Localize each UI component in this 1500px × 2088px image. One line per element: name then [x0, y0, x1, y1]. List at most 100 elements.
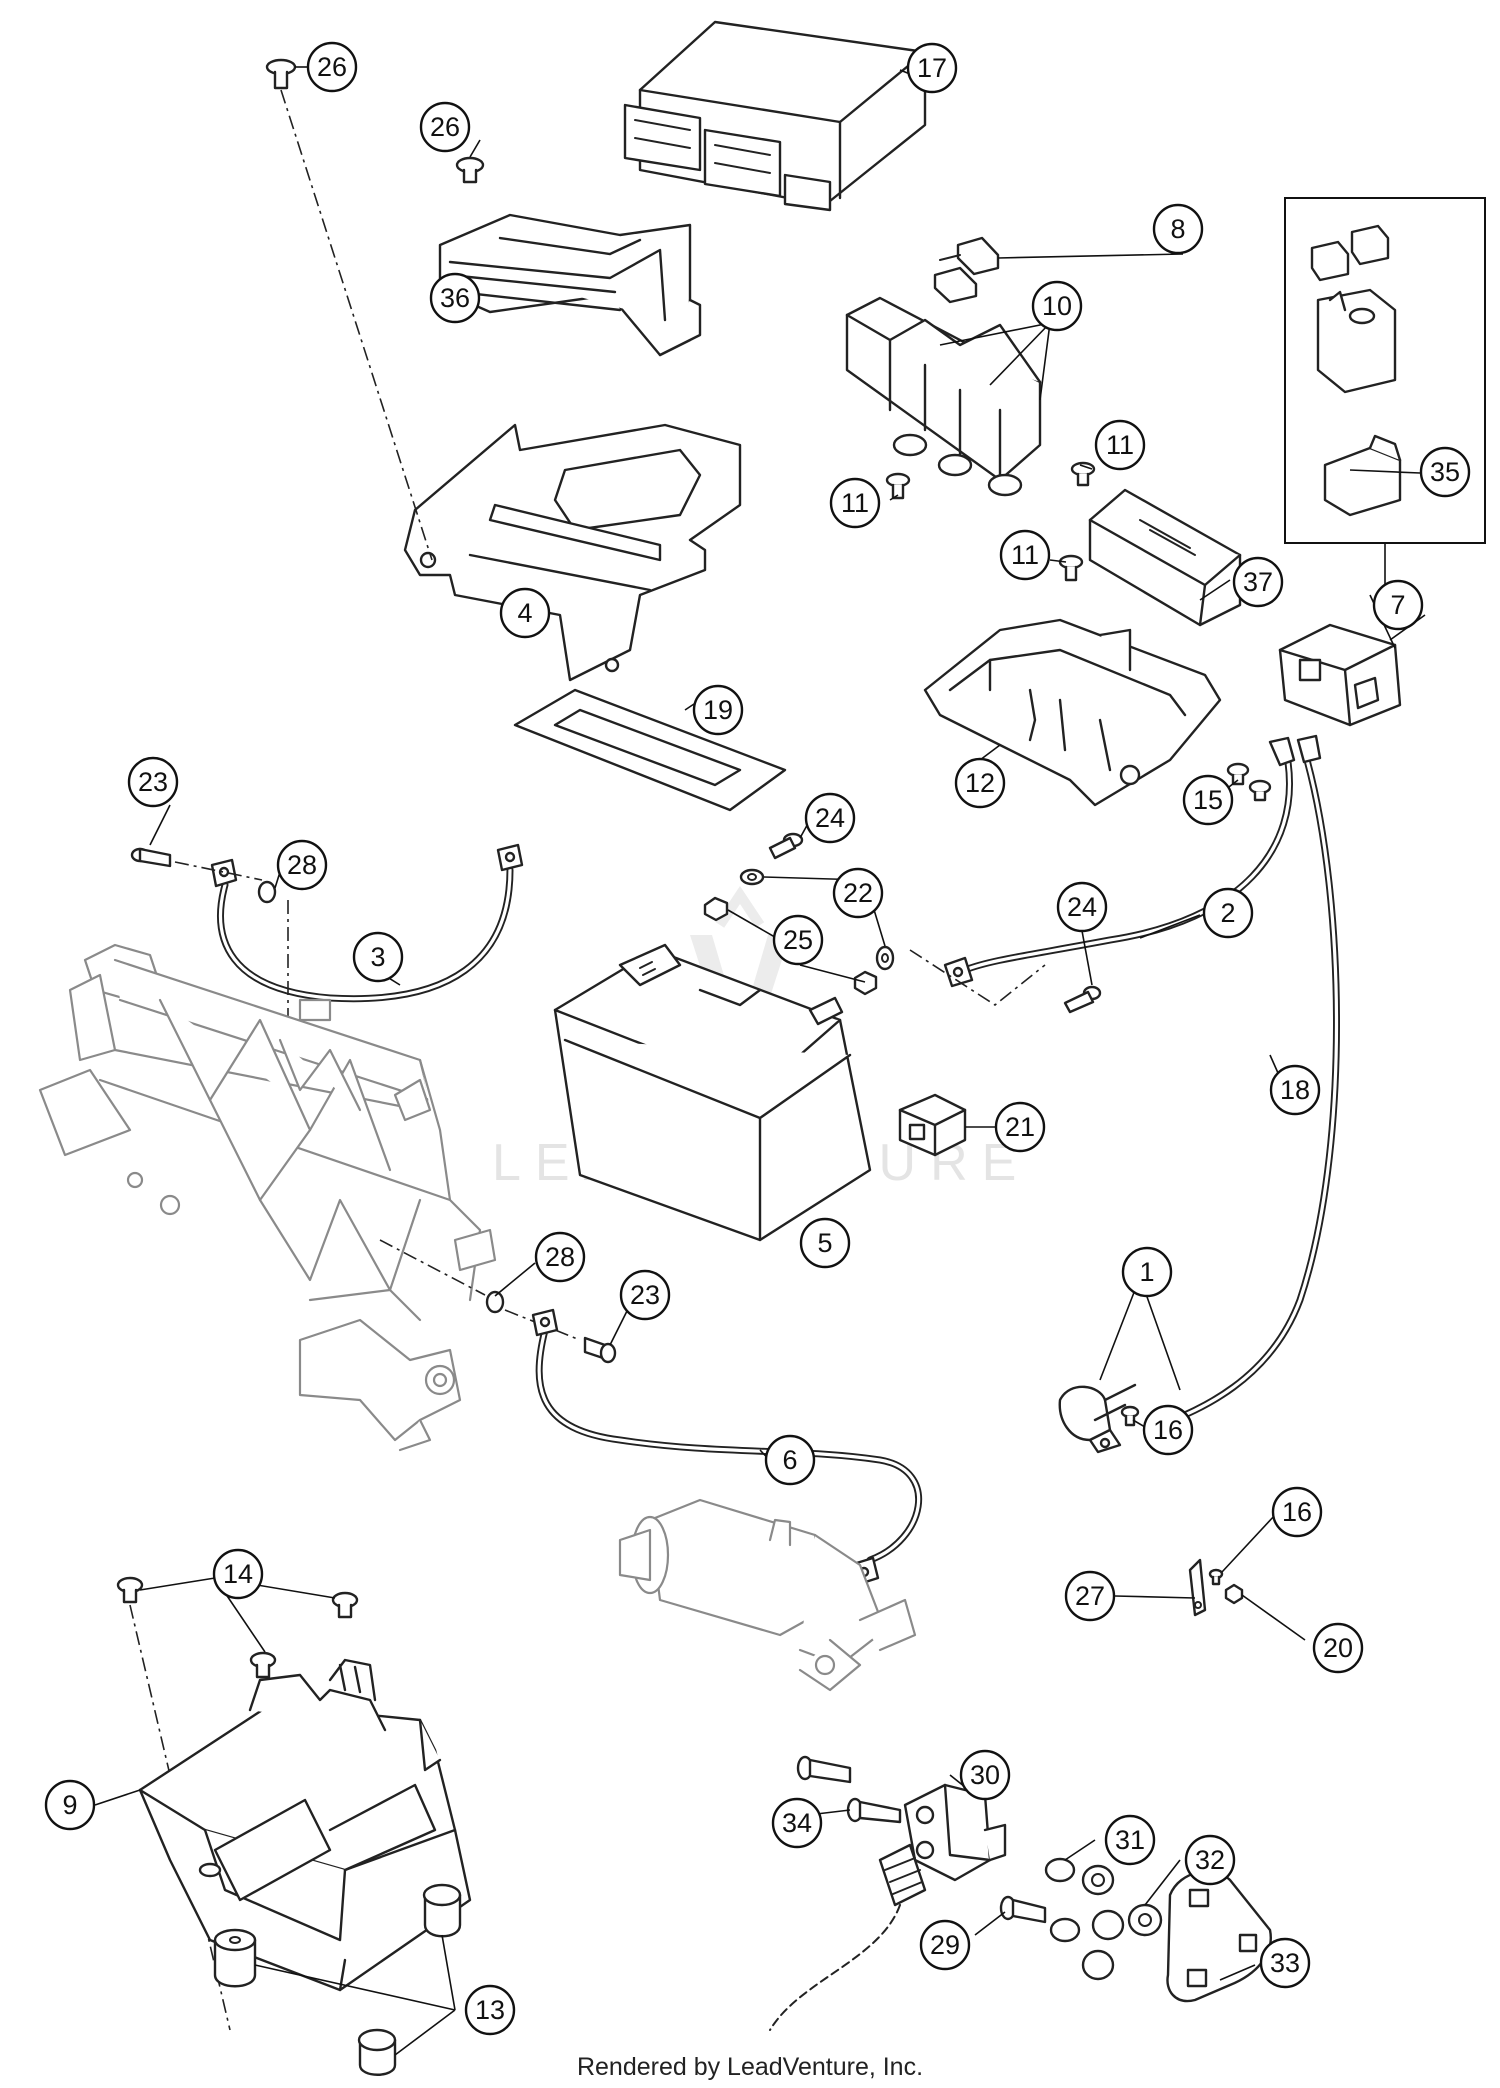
- callout-label-11: 11: [829, 477, 881, 529]
- callout-label-11: 11: [1094, 419, 1146, 471]
- starter-motor: [618, 1498, 917, 1692]
- screw-part-26-a: [265, 58, 297, 90]
- svg-text:24: 24: [1067, 892, 1097, 922]
- svg-text:13: 13: [475, 1995, 505, 2025]
- svg-text:24: 24: [815, 803, 845, 833]
- bolt-part-29: [999, 1895, 1047, 1924]
- frame-ground-axis-line: [379, 1239, 486, 1296]
- svg-text:33: 33: [1270, 1948, 1300, 1978]
- screws-part-15: [1226, 762, 1272, 802]
- fuse-box-part-37: [1088, 488, 1242, 627]
- bolt-part-24-b: [1063, 985, 1102, 1014]
- terminal-cap-part-1: [1058, 1383, 1137, 1454]
- svg-text:22: 22: [843, 878, 873, 908]
- ecu-part-17: [623, 20, 927, 212]
- callout-label-3: 3: [352, 931, 404, 983]
- svg-text:30: 30: [970, 1760, 1000, 1790]
- callout-label-32: 32: [1184, 1834, 1236, 1886]
- svg-text:32: 32: [1195, 1845, 1225, 1875]
- plate-part-33: [1166, 1870, 1272, 2003]
- callout-label-1: 1: [1121, 1246, 1173, 1298]
- starter-relay-kit-box-part-7: [1284, 197, 1486, 606]
- svg-text:11: 11: [1106, 430, 1134, 460]
- callout-label-7: 7: [1372, 579, 1424, 631]
- bolt-part-23-b: [583, 1336, 617, 1364]
- callout-label-26: 26: [306, 41, 358, 93]
- svg-text:20: 20: [1323, 1633, 1353, 1663]
- callout-label-9: 9: [44, 1779, 96, 1831]
- tray-part-12: [923, 618, 1222, 807]
- svg-text:37: 37: [1243, 567, 1273, 597]
- fuses-part-8: [933, 236, 1000, 304]
- screws-part-14: [116, 1576, 359, 1679]
- bolt-part-24-a: [768, 832, 804, 860]
- washer-part-28-a: [257, 880, 277, 904]
- callout-label-16: 16: [1142, 1404, 1194, 1456]
- frame: [38, 943, 497, 1452]
- svg-text:16: 16: [1282, 1497, 1312, 1527]
- sensor-part-30: [769, 1783, 1007, 2031]
- callout-label-17: 17: [906, 42, 958, 94]
- ecu-holder-part-36: [438, 213, 702, 357]
- callout-label-30: 30: [959, 1749, 1011, 1801]
- screw-part-16-b: [1208, 1568, 1224, 1586]
- nut-part-25-b: [853, 970, 878, 996]
- bushing-part-31: [1044, 1857, 1081, 1943]
- grommets-part-32: [1081, 1864, 1163, 1981]
- washer-part-28-b: [485, 1290, 505, 1314]
- nut-part-25-a: [703, 896, 729, 922]
- callout-label-5: 5: [799, 1217, 851, 1269]
- ground-cable-part-3: [210, 843, 524, 1003]
- callout-label-11: 11: [999, 529, 1051, 581]
- terminal-cover-part-21: [898, 1093, 967, 1157]
- svg-text:17: 17: [917, 53, 947, 83]
- svg-text:10: 10: [1042, 291, 1072, 321]
- battery-tray-part-9: [138, 1658, 472, 1992]
- screw-part-16-a: [1120, 1405, 1140, 1427]
- callout-label-19: 19: [692, 684, 744, 736]
- svg-text:9: 9: [62, 1790, 77, 1820]
- svg-text:19: 19: [703, 695, 733, 725]
- callout-label-24: 24: [1056, 881, 1108, 933]
- cable-part-18: [1156, 734, 1340, 1429]
- relays-part-10: [845, 296, 1042, 497]
- svg-text:18: 18: [1280, 1075, 1310, 1105]
- bolt-part-23-a: [130, 847, 172, 868]
- svg-text:25: 25: [783, 925, 813, 955]
- svg-text:6: 6: [782, 1445, 797, 1475]
- svg-text:14: 14: [223, 1559, 253, 1589]
- callout-label-12: 12: [954, 757, 1006, 809]
- callout-label-10: 10: [1031, 280, 1083, 332]
- svg-text:12: 12: [965, 768, 995, 798]
- svg-text:26: 26: [317, 52, 347, 82]
- washer-part-22-b: [875, 945, 895, 971]
- svg-text:23: 23: [138, 767, 168, 797]
- screws-part-11: [885, 461, 1096, 582]
- svg-text:11: 11: [1011, 540, 1039, 570]
- callout-label-26: 26: [419, 101, 471, 153]
- svg-text:4: 4: [517, 598, 532, 628]
- callout-label-14: 14: [212, 1548, 264, 1600]
- svg-text:23: 23: [630, 1280, 660, 1310]
- callout-label-29: 29: [919, 1919, 971, 1971]
- svg-text:27: 27: [1075, 1581, 1105, 1611]
- svg-text:36: 36: [440, 283, 470, 313]
- callout-label-27: 27: [1064, 1570, 1116, 1622]
- svg-text:7: 7: [1390, 590, 1405, 620]
- callout-label-21: 21: [994, 1101, 1046, 1153]
- callout-label-13: 13: [464, 1984, 516, 2036]
- rubber-mounts-part-13: [213, 1883, 462, 2076]
- svg-text:1: 1: [1139, 1257, 1154, 1287]
- svg-text:15: 15: [1193, 785, 1223, 815]
- callout-label-28: 28: [534, 1231, 586, 1283]
- callout-label-37: 37: [1232, 556, 1284, 608]
- bracket-part-27: [1188, 1558, 1207, 1617]
- svg-text:5: 5: [817, 1228, 832, 1258]
- svg-text:26: 26: [430, 112, 460, 142]
- nut-part-20: [1224, 1583, 1244, 1605]
- callout-label-24: 24: [804, 792, 856, 844]
- svg-text:28: 28: [287, 850, 317, 880]
- callout-label-23: 23: [619, 1269, 671, 1321]
- callout-label-28: 28: [276, 839, 328, 891]
